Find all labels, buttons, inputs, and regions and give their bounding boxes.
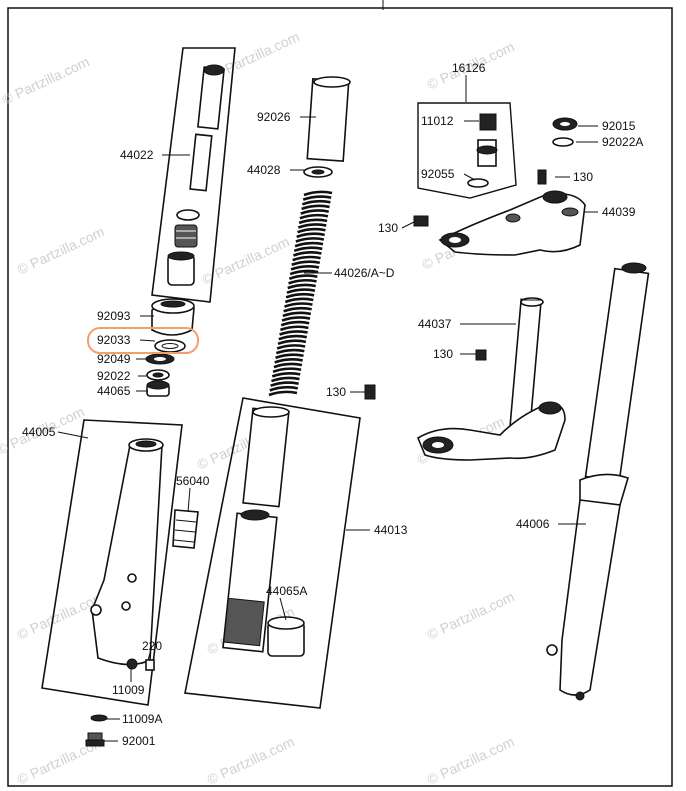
callout-16126[interactable]: 16126 xyxy=(452,61,486,75)
fork-spring-and-spacer xyxy=(268,76,351,397)
callout-92022[interactable]: 92022 xyxy=(97,369,131,383)
callout-44037[interactable]: 44037 xyxy=(418,317,452,331)
spring-coil xyxy=(278,334,308,341)
spring-coil xyxy=(299,213,329,220)
spring-coil xyxy=(275,353,304,360)
fork-seal-stack xyxy=(145,298,195,397)
callout-44028[interactable]: 44028 xyxy=(247,163,281,177)
watermark-text: © Partzilla.com xyxy=(15,223,107,277)
callout-130-stem[interactable]: 130 xyxy=(433,347,453,361)
spring-coil xyxy=(286,288,316,294)
spring-coil xyxy=(277,339,307,346)
damper-rod-assembly xyxy=(151,47,236,303)
watermark-text: © Partzilla.com xyxy=(0,53,92,107)
spring-coil xyxy=(303,190,333,197)
callout-130-left[interactable]: 130 xyxy=(378,221,398,235)
spring-coil xyxy=(288,278,317,285)
spring-coil xyxy=(269,385,299,392)
fork-spring xyxy=(268,190,333,397)
spring-coil xyxy=(285,292,315,299)
spring-coil xyxy=(271,376,300,383)
callout-130-lower[interactable]: 130 xyxy=(326,385,346,399)
callout-11012[interactable]: 11012 xyxy=(421,114,454,128)
highlight-oval xyxy=(87,327,199,354)
spring-coil xyxy=(279,325,309,332)
callout-92055[interactable]: 92055 xyxy=(421,167,455,181)
spring-coil xyxy=(270,381,299,387)
callout-44065A[interactable]: 44065A xyxy=(266,584,307,598)
spring-coil xyxy=(284,302,313,308)
outer-tube-assembly xyxy=(41,419,199,706)
callout-92022A[interactable]: 92022A xyxy=(602,135,643,149)
callout-44005[interactable]: 44005 xyxy=(22,425,56,439)
callout-92026[interactable]: 92026 xyxy=(257,110,291,124)
spring-coil xyxy=(284,297,314,304)
spring-coil xyxy=(288,274,318,280)
spring-coil xyxy=(290,264,320,271)
spring-coil xyxy=(271,371,301,378)
spring-coil xyxy=(300,209,330,215)
spring-coil xyxy=(274,358,303,364)
callout-labels: 44022 92026 44028 44026/A~D 92093 92033 … xyxy=(22,61,643,748)
callout-44022[interactable]: 44022 xyxy=(120,148,154,162)
spring-coil xyxy=(276,344,306,350)
callout-44013[interactable]: 44013 xyxy=(374,523,408,537)
inner-tube-assembly xyxy=(184,397,361,709)
spring-coil xyxy=(281,316,311,322)
callout-11009A[interactable]: 11009A xyxy=(122,712,162,726)
lower-bracket-stem xyxy=(364,297,566,461)
spring-coil xyxy=(282,311,312,318)
spring-coil xyxy=(297,227,326,234)
spring-coil xyxy=(289,269,319,276)
callout-92093[interactable]: 92093 xyxy=(97,309,131,323)
spring-coil xyxy=(295,237,325,243)
assembled-fork xyxy=(546,262,650,701)
callout-44026[interactable]: 44026/A~D xyxy=(334,266,395,280)
callout-92015[interactable]: 92015 xyxy=(602,119,636,133)
callout-11009[interactable]: 11009 xyxy=(112,683,145,697)
spring-coil xyxy=(298,218,328,225)
diagram-border xyxy=(7,7,673,787)
spring-coil xyxy=(283,306,312,313)
spring-coil xyxy=(297,223,327,229)
callout-44039[interactable]: 44039 xyxy=(602,205,636,219)
spring-coil xyxy=(292,251,322,257)
spring-coil xyxy=(294,241,324,248)
watermark-text: © Partzilla.com xyxy=(425,588,517,642)
callout-92033[interactable]: 92033 xyxy=(97,333,131,347)
watermark-text: © Partzilla.com xyxy=(205,733,297,787)
spring-coil xyxy=(280,320,310,327)
callout-44065[interactable]: 44065 xyxy=(97,384,131,398)
stem-nut-box xyxy=(417,102,517,199)
spring-coil xyxy=(301,204,330,211)
callout-92049[interactable]: 92049 xyxy=(97,352,131,366)
callout-56040[interactable]: 56040 xyxy=(176,474,210,488)
upper-bracket xyxy=(413,117,586,256)
spring-coil xyxy=(301,199,331,206)
callout-44006[interactable]: 44006 xyxy=(516,517,550,531)
callout-130-upper[interactable]: 130 xyxy=(573,170,593,184)
spring-coil xyxy=(272,367,302,373)
spring-coil xyxy=(287,283,316,290)
watermark-text: © Partzilla.com xyxy=(425,733,517,787)
spring-coil xyxy=(273,362,303,369)
callout-92001[interactable]: 92001 xyxy=(122,734,156,748)
spring-coil xyxy=(293,246,323,253)
spring-coil xyxy=(302,195,332,201)
callout-220[interactable]: 220 xyxy=(142,639,162,653)
spring-coil xyxy=(268,390,298,397)
spring-coil xyxy=(292,255,321,262)
leader-lines xyxy=(57,75,598,742)
spring-coil xyxy=(296,232,325,239)
drain-bolt xyxy=(85,714,108,747)
spring-coil xyxy=(279,330,308,336)
spring-coil xyxy=(275,348,305,355)
spring-coil xyxy=(291,260,321,266)
